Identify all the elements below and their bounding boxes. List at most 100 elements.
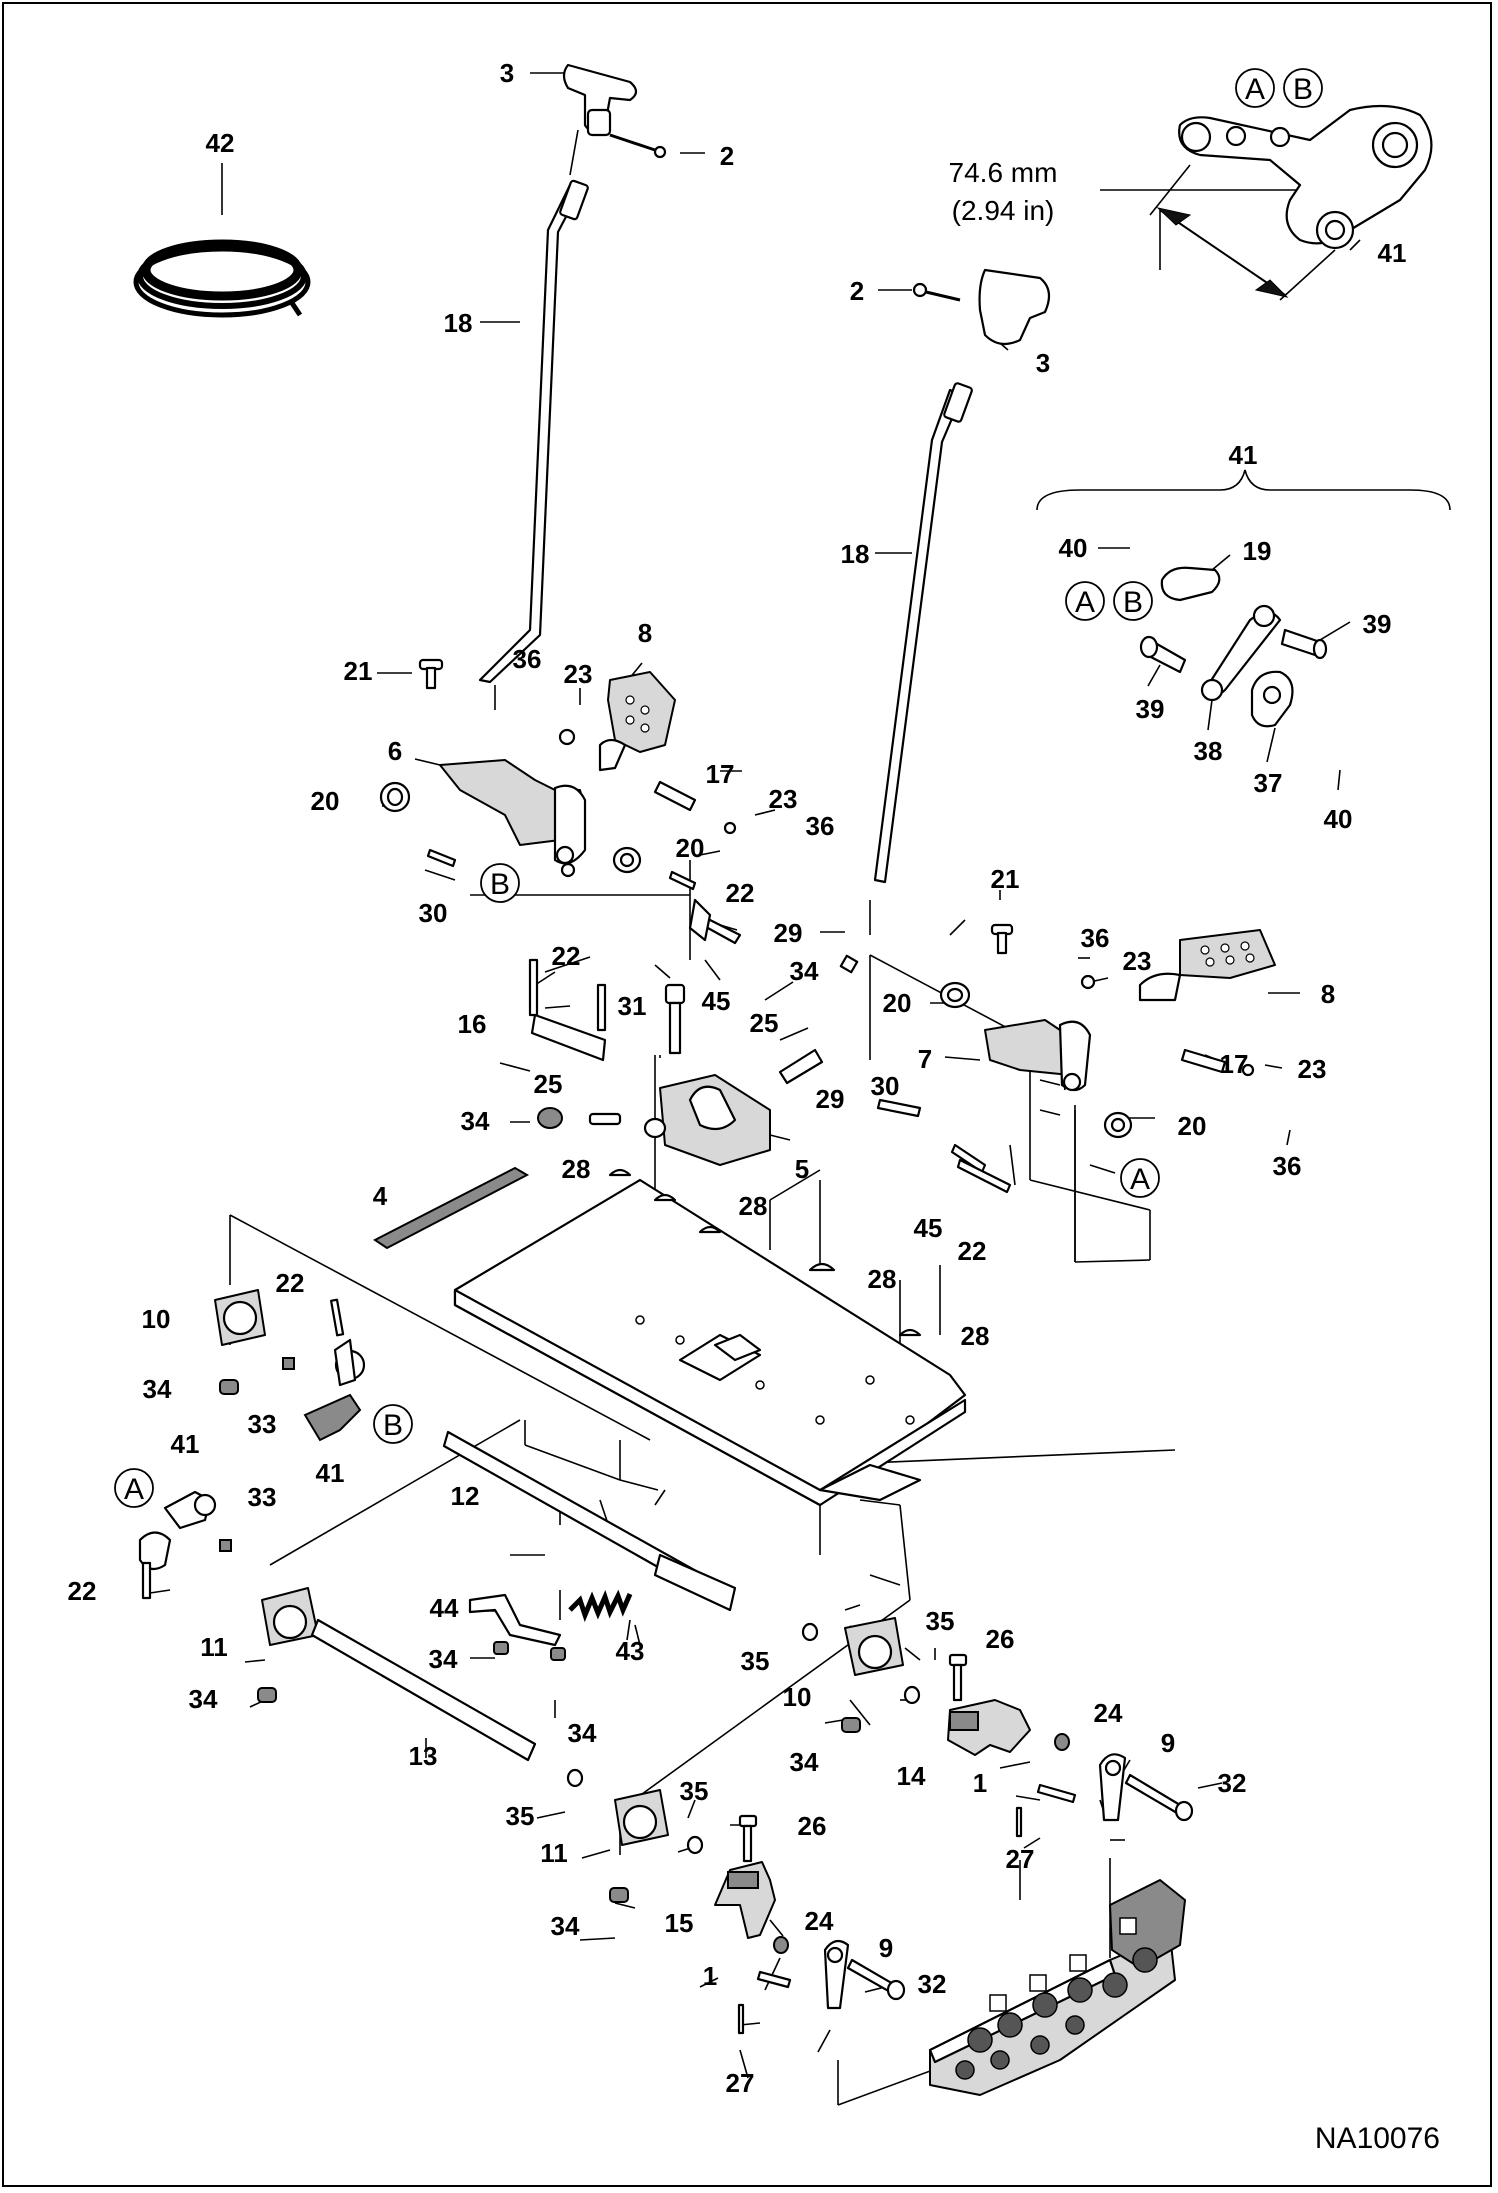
callout-c32b: 32 xyxy=(918,1969,947,1999)
callout-c41b: 41 xyxy=(171,1429,200,1459)
callout-c22d: 22 xyxy=(276,1268,305,1298)
callout-c17b: 17 xyxy=(1220,1049,1249,1079)
part-20-bushing-right-b xyxy=(1103,1111,1133,1139)
callout-c45a: 45 xyxy=(702,986,731,1016)
callout-c24a: 24 xyxy=(1094,1698,1123,1728)
callout-c37: 37 xyxy=(1254,768,1283,798)
part-38-link-arm xyxy=(1200,604,1282,702)
callout-c34b: 34 xyxy=(461,1106,490,1136)
callout-c11a: 11 xyxy=(200,1632,228,1662)
figure-id: NA10076 xyxy=(1315,2122,1440,2155)
callout-c25b: 25 xyxy=(534,1069,563,1099)
part-35-oring-right-a xyxy=(801,1622,819,1642)
part-44-bracket xyxy=(468,1593,566,1661)
callout-c42: 42 xyxy=(206,128,235,158)
part-24-washer-mid xyxy=(773,1936,789,1954)
callout-c24b: 24 xyxy=(805,1906,834,1936)
callout-c22c: 22 xyxy=(958,1236,987,1266)
callout-c20b: 20 xyxy=(676,833,705,863)
part-26-bolt-mid xyxy=(738,1814,758,1863)
callout-c39b: 39 xyxy=(1136,694,1165,724)
part-1-pin-mid xyxy=(756,1970,792,1989)
part-22-pin-upper-left xyxy=(329,1298,345,1337)
part-39-pin-upper xyxy=(1280,628,1328,660)
marker-A-lower-left: A xyxy=(114,1468,154,1508)
callout-c8a: 8 xyxy=(638,618,652,648)
callout-c35c: 35 xyxy=(506,1801,535,1831)
callout-c22b: 22 xyxy=(552,941,581,971)
part-37-bushing xyxy=(1250,670,1294,728)
part-41-link-dimensioned xyxy=(1149,104,1433,301)
callout-c8b: 8 xyxy=(1321,979,1335,1009)
group-41-label: 41 xyxy=(1229,440,1258,470)
callout-c19: 19 xyxy=(1243,536,1272,566)
part-39-pin-lower xyxy=(1139,635,1187,674)
leader-lines xyxy=(149,72,1451,2106)
part-25-pin-lower xyxy=(588,1112,622,1126)
part-19-link-plate xyxy=(1160,566,1221,602)
part-35-oring-left xyxy=(566,1768,584,1788)
callout-c26b: 26 xyxy=(798,1811,827,1841)
part-8-pedal-right xyxy=(1138,929,1276,1002)
callout-c3b: 3 xyxy=(1036,348,1050,378)
callout-c28c: 28 xyxy=(868,1264,897,1294)
part-31-bolt xyxy=(664,983,686,1055)
detail-markers: A B A B B A B A xyxy=(114,68,1323,1508)
part-3-left-handle-knob xyxy=(562,63,638,137)
callout-c12: 12 xyxy=(451,1481,480,1511)
part-11-clamp-mid xyxy=(609,1789,669,1903)
marker-B-left-upper: B xyxy=(480,863,520,903)
callout-c16: 16 xyxy=(458,1009,487,1039)
callout-c22e: 22 xyxy=(68,1576,97,1606)
marker-A-group41: A xyxy=(1065,581,1105,621)
svg-text:A: A xyxy=(124,1473,144,1506)
callout-c45b: 45 xyxy=(914,1213,943,1243)
part-5-base-block xyxy=(643,1074,771,1166)
part-35-oring-mid xyxy=(686,1835,704,1855)
part-25-pin-upper xyxy=(778,1048,824,1085)
callout-c34g: 34 xyxy=(790,1747,819,1777)
callout-c27b: 27 xyxy=(726,2068,755,2098)
callout-c33a: 33 xyxy=(248,1409,277,1439)
callout-c44: 44 xyxy=(430,1593,459,1623)
dimension-metric: 74.6 mm xyxy=(949,157,1058,188)
callout-c28b: 28 xyxy=(739,1191,768,1221)
callout-c38: 38 xyxy=(1194,736,1223,766)
callout-c26a: 26 xyxy=(986,1624,1015,1654)
part-26-bolt-right xyxy=(948,1653,968,1702)
callout-c34c: 34 xyxy=(143,1374,172,1404)
hydraulic-valve-block xyxy=(928,1878,1187,2096)
callout-c11b: 11 xyxy=(540,1838,568,1868)
callout-c34e: 34 xyxy=(429,1644,458,1674)
part-1-pin-right xyxy=(1036,1783,1077,1804)
svg-text:B: B xyxy=(383,1409,403,1442)
callout-c2a: 2 xyxy=(720,141,734,171)
callout-c36b: 36 xyxy=(806,811,835,841)
part-17-pin-left xyxy=(653,780,697,812)
callout-c34d: 34 xyxy=(189,1684,218,1714)
part-10-clamp-right xyxy=(841,1617,904,1733)
callout-c20c: 20 xyxy=(883,988,912,1018)
callout-c40a: 40 xyxy=(1059,533,1088,563)
callout-c36d: 36 xyxy=(1273,1151,1302,1181)
part-20-bushing-right-a xyxy=(939,981,971,1009)
small-hardware-left xyxy=(426,728,742,945)
marker-A-top: A xyxy=(1235,68,1275,108)
callout-c29a: 29 xyxy=(774,918,803,948)
callout-c7: 7 xyxy=(918,1044,932,1074)
callout-c20d: 20 xyxy=(1178,1111,1207,1141)
svg-text:A: A xyxy=(1130,1163,1150,1196)
callout-c10a: 10 xyxy=(142,1304,171,1334)
part-9-link-right xyxy=(1098,1753,1127,1822)
callout-c35d: 35 xyxy=(680,1776,709,1806)
callout-c23c: 23 xyxy=(1123,946,1152,976)
part-33-nut-upper xyxy=(282,1357,295,1370)
callout-c35b: 35 xyxy=(926,1606,955,1636)
callout-c20a: 20 xyxy=(311,786,340,816)
part-6-mount-left xyxy=(439,759,587,878)
marker-B-lower-left: B xyxy=(373,1404,413,1444)
part-32-bolt-right xyxy=(1124,1773,1194,1822)
part-4-rail xyxy=(373,1166,530,1250)
part-27-pin-right xyxy=(1015,1806,1023,1838)
